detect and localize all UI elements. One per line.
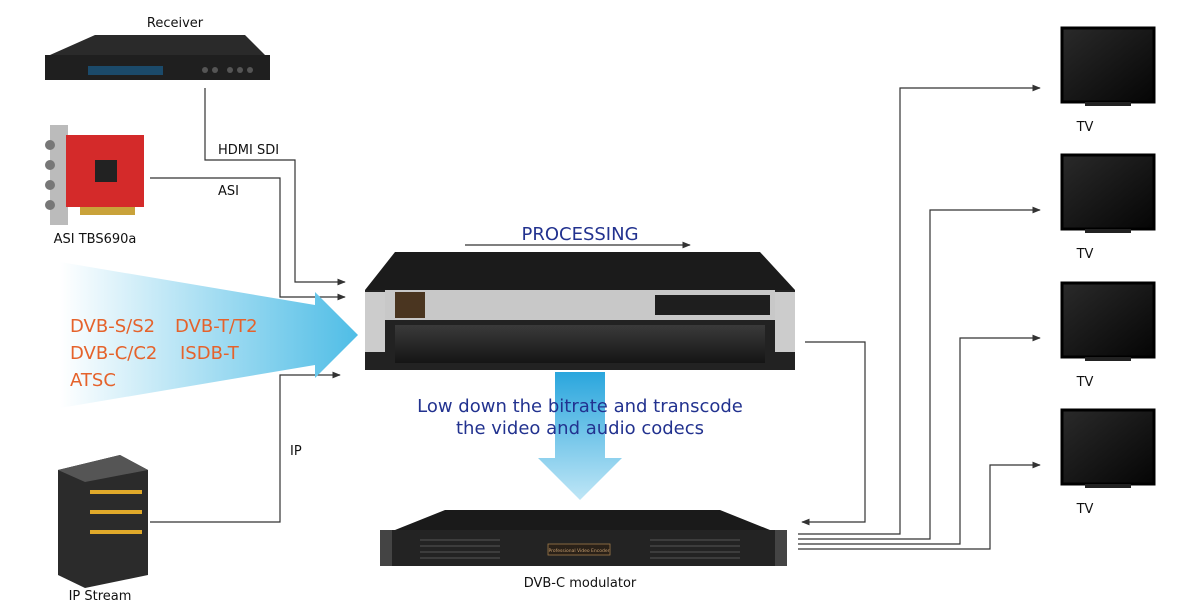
tv-1: TV xyxy=(1060,26,1156,135)
tv-2: TV xyxy=(1060,153,1156,262)
transcode-arrow xyxy=(538,372,622,500)
hdmi-sdi-label: HDMI SDI xyxy=(218,143,279,158)
receiver-label: Receiver xyxy=(147,16,204,31)
transcoder-to-modulator-connection xyxy=(801,341,866,526)
transcoder-server xyxy=(365,252,795,370)
modulator-label: DVB-C modulator xyxy=(524,576,637,591)
standard-isdb-t: ISDB-T xyxy=(180,343,240,364)
ip-stream-server: IP Stream xyxy=(58,455,148,604)
receiver-display xyxy=(88,66,163,75)
tv-label-1: TV xyxy=(1076,120,1094,135)
tv-label-3: TV xyxy=(1076,375,1094,390)
receiver-device: Receiver xyxy=(45,16,270,80)
output-connection-3 xyxy=(798,334,1041,545)
processing-description-line1: Low down the bitrate and transcode xyxy=(417,396,743,417)
asi-label: ASI xyxy=(218,184,239,199)
output-connection-4 xyxy=(798,461,1041,550)
broadcast-input-arrow xyxy=(60,262,358,408)
tv-label-2: TV xyxy=(1076,247,1094,262)
standard-dvb-t: DVB-T/T2 xyxy=(175,316,258,337)
asi-connection xyxy=(150,177,346,301)
asi-card-device: ASI TBS690a xyxy=(45,125,144,247)
tv-label-4: TV xyxy=(1076,502,1094,517)
standard-atsc: ATSC xyxy=(70,370,116,391)
tv-4: TV xyxy=(1060,408,1156,517)
processing-description-line2: the video and audio codecs xyxy=(456,418,704,439)
ip-connection xyxy=(150,371,341,523)
asi-card-label: ASI TBS690a xyxy=(54,232,137,247)
processing-title: PROCESSING xyxy=(521,224,638,245)
modulator-panel-text: Professional Video Encoder xyxy=(549,548,610,554)
hdmi-sdi-connection xyxy=(204,88,346,286)
standard-dvb-s: DVB-S/S2 xyxy=(70,316,155,337)
ip-stream-label: IP Stream xyxy=(69,589,132,604)
tv-3: TV xyxy=(1060,281,1156,390)
transcoder-logo xyxy=(395,292,425,318)
output-connection-2 xyxy=(798,206,1041,540)
dvb-c-modulator: Professional Video Encoder DVB-C modulat… xyxy=(380,510,787,591)
output-connection-1 xyxy=(798,84,1041,535)
standard-dvb-c: DVB-C/C2 xyxy=(70,343,157,364)
ip-label: IP xyxy=(290,444,302,459)
